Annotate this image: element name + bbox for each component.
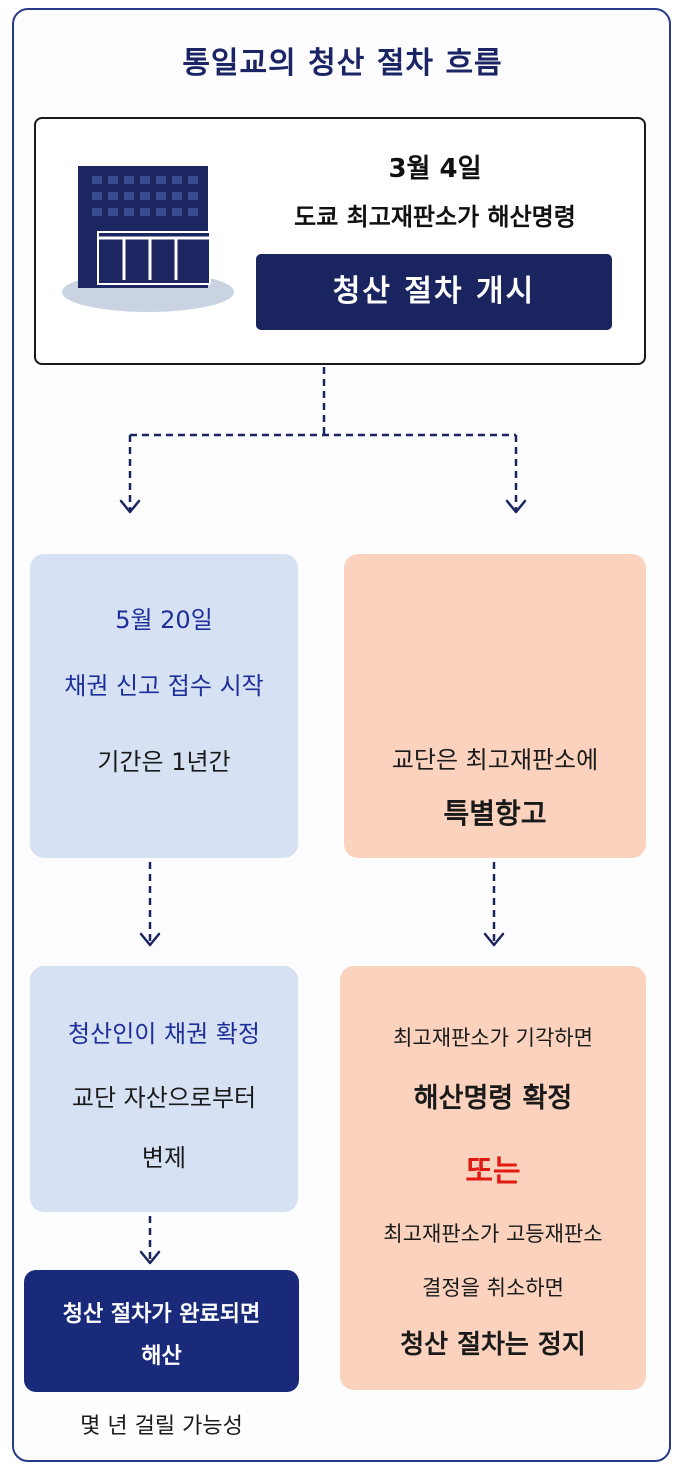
claims-start-text: 채권 신고 접수 시작 xyxy=(64,672,264,700)
claims-period-text: 기간은 1년간 xyxy=(97,748,231,776)
outcome-card: 최고재판소가 기각하면 해산명령 확정 또는 최고재판소가 고등재판소 결정을 … xyxy=(340,966,646,1390)
dissolution-text-1: 청산 절차가 완료되면 xyxy=(62,1302,261,1327)
dissolution-text-2: 해산 xyxy=(141,1344,182,1369)
duration-note: 몇 년 걸릴 가능성 xyxy=(80,1414,243,1439)
court-building-icon xyxy=(62,166,234,312)
repayment-text-2: 변제 xyxy=(141,1144,187,1172)
claims-confirm-card: 청산인이 채권 확정 교단 자산으로부터 변제 xyxy=(30,966,298,1212)
claims-confirm-text: 청산인이 채권 확정 xyxy=(68,1020,260,1048)
appeal-text-2: 특별항고 xyxy=(443,797,547,830)
start-date: 3월 4일 xyxy=(388,154,482,184)
outcome-text-4: 결정을 취소하면 xyxy=(422,1276,564,1300)
claims-start-card: 5월 20일 채권 신고 접수 시작 기간은 1년간 xyxy=(30,554,298,858)
dissolution-box: 청산 절차가 완료되면 해산 xyxy=(24,1270,299,1392)
outcome-text-1: 최고재판소가 기각하면 xyxy=(393,1026,593,1050)
outcome-text-3: 최고재판소가 고등재판소 xyxy=(383,1222,603,1246)
special-appeal-card: 교단은 최고재판소에 특별항고 xyxy=(344,554,646,858)
repayment-text-1: 교단 자산으로부터 xyxy=(71,1084,257,1112)
appeal-text-1: 교단은 최고재판소에 xyxy=(391,746,599,774)
or-label: 또는 xyxy=(465,1154,521,1189)
start-description: 도쿄 최고재판소가 해산명령 xyxy=(294,203,576,231)
diagram-title: 통일교의 청산 절차 흐름 xyxy=(182,46,503,81)
claims-start-date: 5월 20일 xyxy=(115,606,213,634)
outcome-text-2: 해산명령 확정 xyxy=(413,1083,573,1114)
outcome-text-5: 청산 절차는 정지 xyxy=(400,1330,586,1360)
start-banner: 청산 절차 개시 xyxy=(256,254,612,330)
